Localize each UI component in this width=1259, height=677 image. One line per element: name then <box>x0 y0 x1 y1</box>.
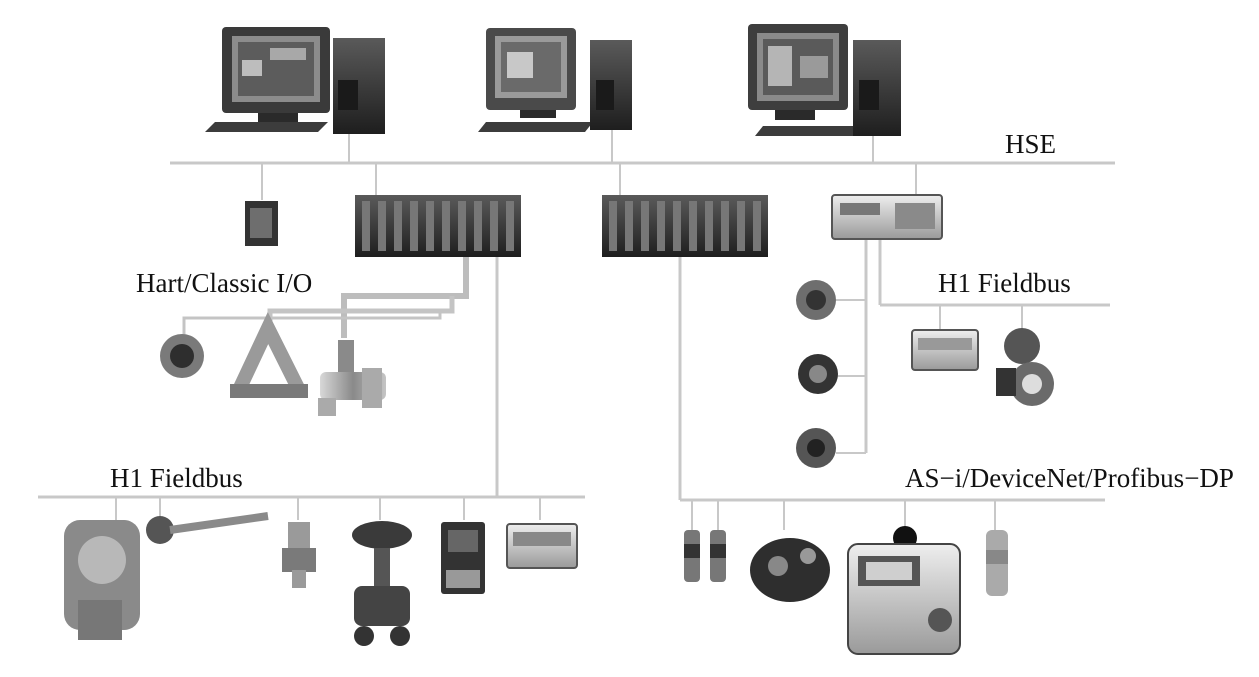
fieldbus-pressure-transmitter <box>282 522 316 588</box>
hart-coriolis-meter <box>230 311 308 398</box>
label-hart-classic-io: Hart/Classic I/O <box>136 268 313 298</box>
bus-lines <box>38 128 1115 530</box>
sensor-round-2 <box>798 354 838 394</box>
controller-rack-right <box>602 195 768 257</box>
controller-rack-left <box>355 195 521 257</box>
workstation-left <box>205 27 385 134</box>
hart-bundle <box>341 256 469 338</box>
linking-device <box>831 194 943 240</box>
valve-positioner <box>847 526 961 655</box>
small-io-module <box>245 201 278 246</box>
workstation-right <box>748 24 901 136</box>
fieldbus-control-valve <box>352 521 412 646</box>
sensor-round-3 <box>796 428 836 468</box>
sensor-cylinder <box>986 530 1008 596</box>
label-h1-fieldbus-right: H1 Fieldbus <box>938 268 1071 298</box>
workstation-center <box>478 28 632 132</box>
fieldbus-flowmeter <box>996 328 1054 406</box>
motor-drive <box>750 538 830 602</box>
proximity-sensor-1 <box>684 530 700 582</box>
fieldbus-temperature-probe <box>146 512 269 544</box>
fieldbus-display-unit <box>506 523 578 569</box>
label-asi-devicenet-profibus: AS−i/DeviceNet/Profibus−DP <box>905 463 1234 493</box>
hart-transmitter-round <box>160 334 204 378</box>
hart-control-valve <box>318 340 386 416</box>
proximity-sensor-2 <box>710 530 726 582</box>
fieldbus-io-module <box>441 522 485 594</box>
label-hse: HSE <box>1005 129 1057 159</box>
label-h1-fieldbus-left: H1 Fieldbus <box>110 463 243 493</box>
fieldbus-level-transmitter <box>64 520 140 640</box>
sensor-round-1 <box>796 280 836 320</box>
fieldbus-indicator <box>911 329 979 371</box>
